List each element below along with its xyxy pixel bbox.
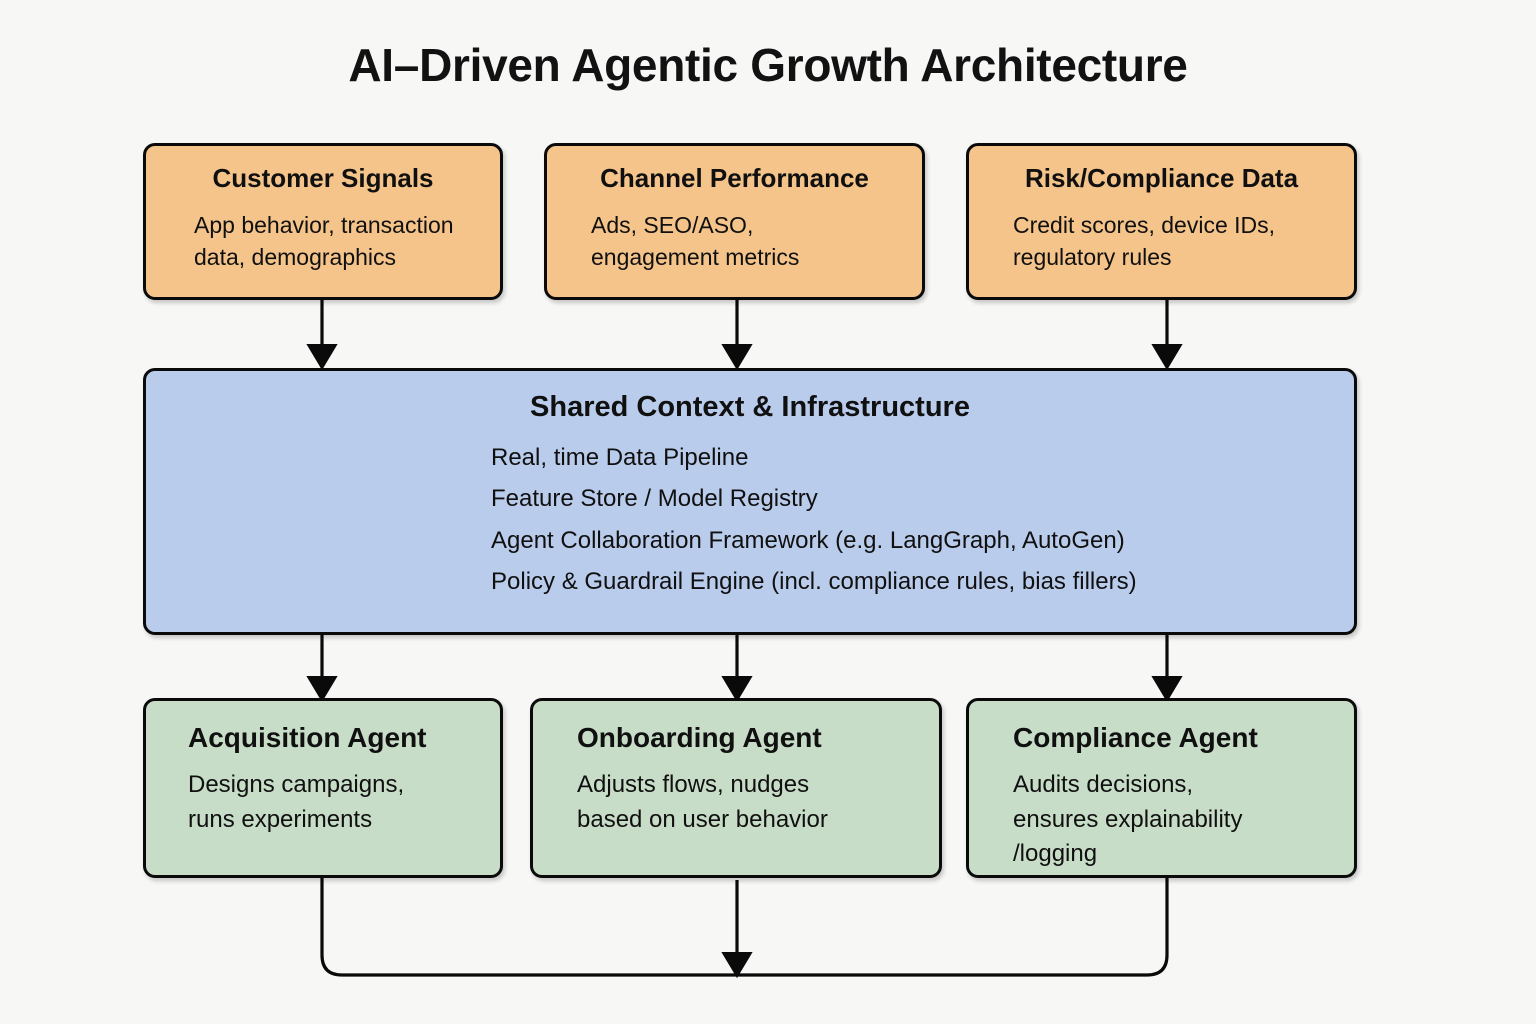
connector-agents-feedback-loop [320,878,1169,979]
node-channel-performance[interactable]: Channel Performance Ads, SEO/ASO, engage… [544,143,925,300]
platform-list-item: Agent Collaboration Framework (e.g. Lang… [491,526,1125,554]
node-title: Onboarding Agent [577,722,822,753]
platform-list-item: Policy & Guardrail Engine (incl. complia… [491,567,1137,595]
node-line: data, demographics [194,243,397,270]
platform-list-item: Feature Store / Model Registry [491,485,818,513]
node-title: Compliance Agent [1013,722,1258,753]
platform-list-item: Real, time Data Pipeline [491,444,749,471]
node-title: Channel Performance [600,163,869,193]
node-line: App behavior, transaction [194,211,454,238]
node-line: regulatory rules [1013,243,1172,270]
node-compliance-agent[interactable]: Compliance Agent Audits decisions, ensur… [966,698,1357,878]
node-title: Shared Context & Infrastructure [530,391,970,423]
node-risk-compliance-data[interactable]: Risk/Compliance Data Credit scores, devi… [966,143,1357,300]
node-title: Risk/Compliance Data [1024,163,1299,193]
node-line: Ads, SEO/ASO, [591,211,754,238]
node-line: Credit scores, device IDs, [1013,211,1276,238]
node-onboarding-agent[interactable]: Onboarding Agent Adjusts flows, nudges b… [530,698,942,878]
node-customer-signals[interactable]: Customer Signals App behavior, transacti… [143,143,503,300]
node-line: Designs campaigns, [188,770,405,798]
node-line: runs experiments [188,805,373,833]
node-line: Audits decisions, [1013,770,1194,798]
node-title: Acquisition Agent [188,722,427,753]
node-title: Customer Signals [212,163,434,193]
node-line: /logging [1013,840,1098,868]
page-title: AI–Driven Agentic Growth Architecture [348,39,1188,91]
node-shared-context-infrastructure[interactable]: Shared Context & Infrastructure Real, ti… [143,368,1357,635]
node-line: Adjusts flows, nudges [577,770,810,798]
platform-capability-list: Real, time Data Pipeline Feature Store /… [146,437,1354,602]
node-line: based on user behavior [577,805,828,833]
node-line: ensures explainability [1013,805,1243,833]
node-line: engagement metrics [591,243,800,270]
node-acquisition-agent[interactable]: Acquisition Agent Designs campaigns, run… [143,698,503,878]
